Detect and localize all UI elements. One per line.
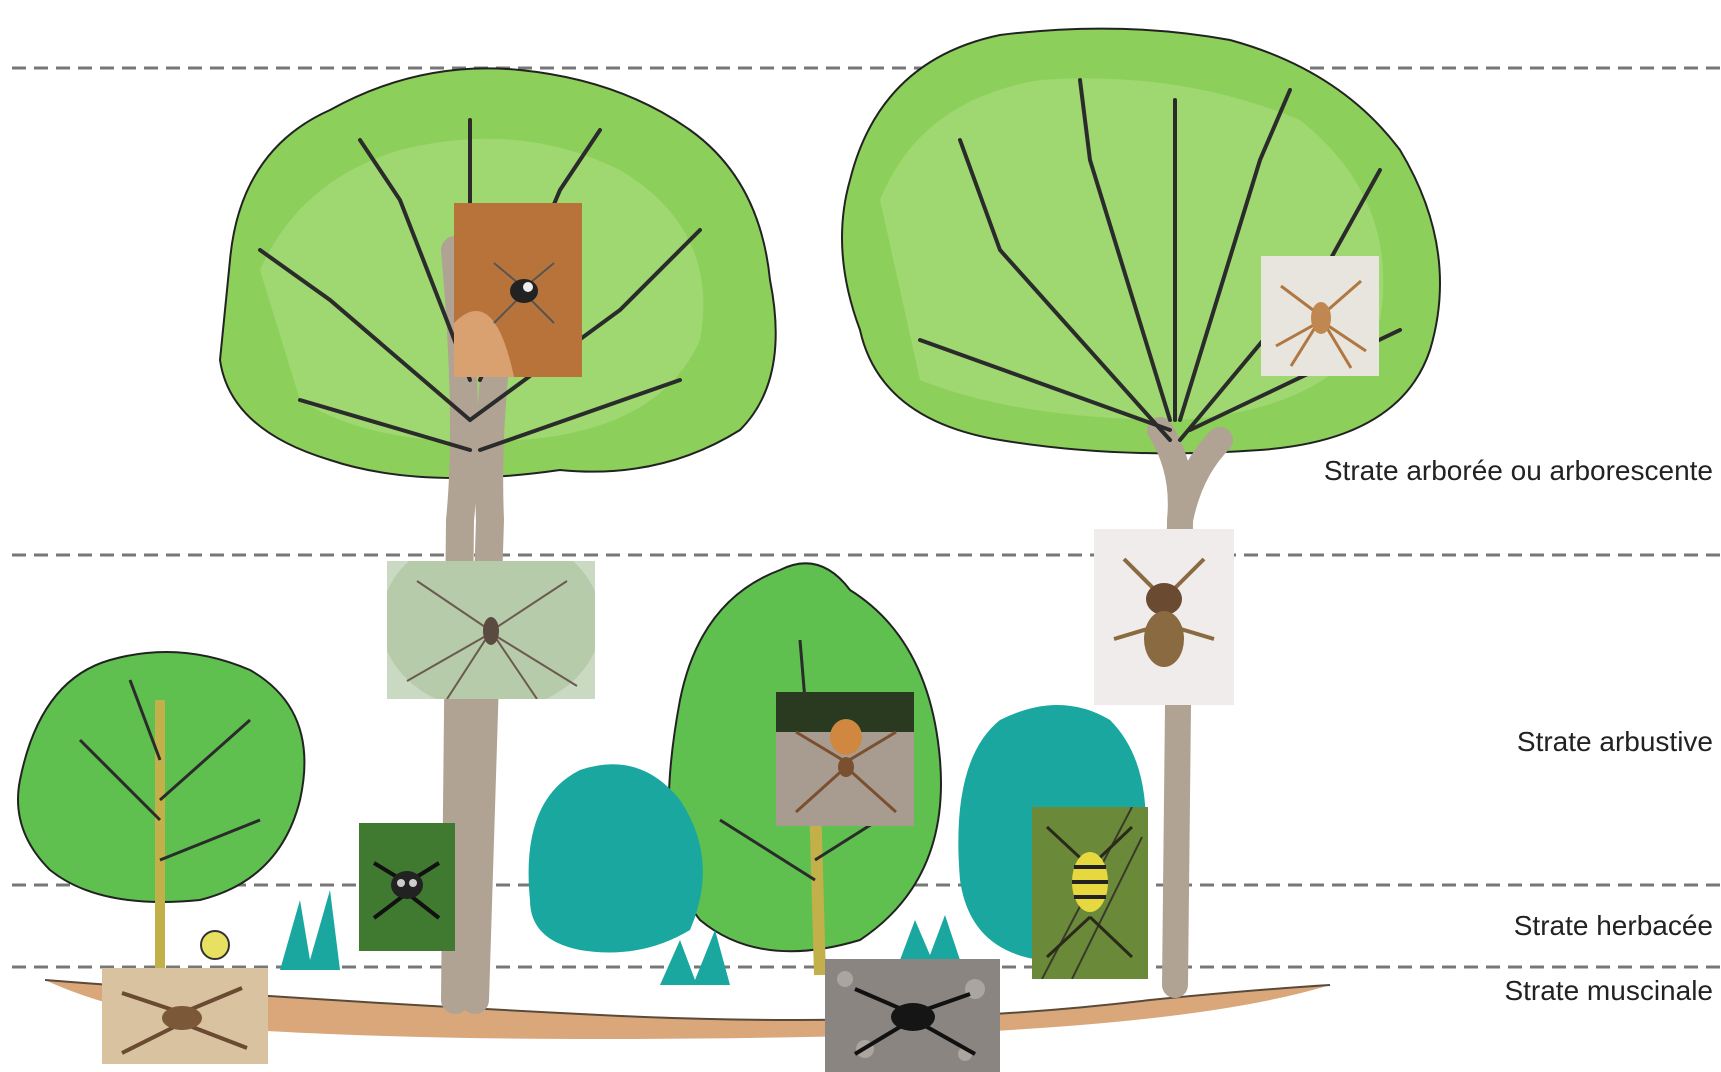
spider-photo-herb-left [359,823,455,951]
label-strate-muscinale: Strate muscinale [1504,975,1713,1007]
spider-photo-ground-center [825,959,1000,1072]
spider-photo-tree-left-canopy [454,203,582,377]
spider-photo-shrub-center [776,692,914,826]
grass-teal-left [280,890,340,970]
grass-teal-right [900,915,960,960]
label-strate-arboree: Strate arborée ou arborescente [1324,455,1713,487]
flower-yellow [201,931,229,959]
tree-left-small [18,652,304,970]
label-strate-arbustive: Strate arbustive [1517,726,1713,758]
spider-photo-herb-right [1032,807,1148,979]
label-strate-herbacee: Strate herbacée [1514,910,1713,942]
spider-photo-trunk-right [1094,529,1234,705]
spider-photo-trunk-left [387,561,595,699]
spider-photo-ground-left [102,968,268,1064]
spider-photo-tree-right-canopy [1261,256,1379,376]
